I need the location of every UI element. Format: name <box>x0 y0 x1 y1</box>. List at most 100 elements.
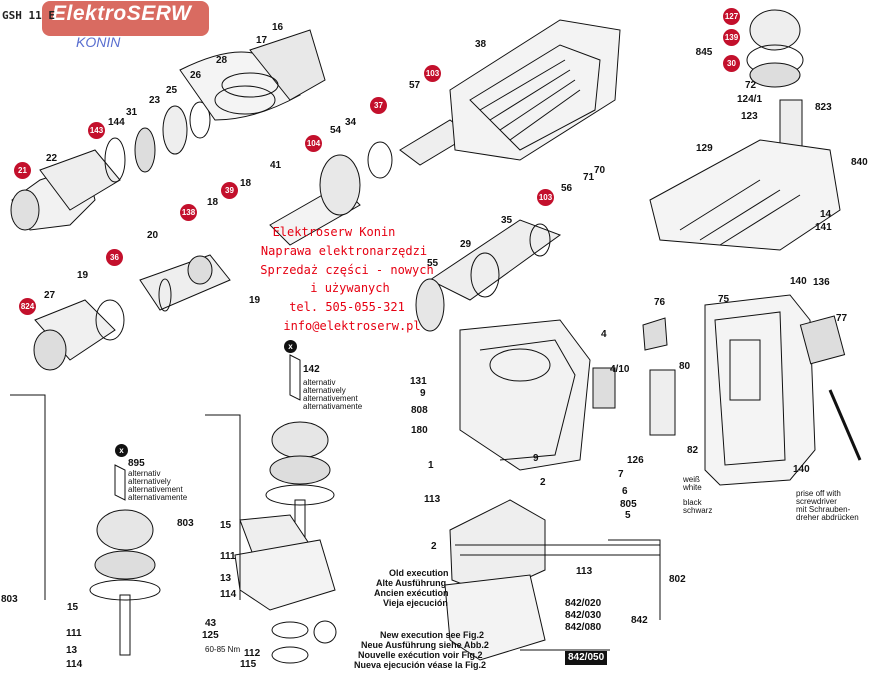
old-execution-3: Ancien exécution <box>374 588 449 598</box>
part-number: 4/10 <box>610 364 630 375</box>
company-line1: Naprawa elektronarzędzi <box>260 244 428 258</box>
part-number: 823 <box>815 102 832 113</box>
alternatively-3: alternativement <box>303 394 358 403</box>
callout-circle: 103 <box>424 65 441 82</box>
callout-circle: 30 <box>723 55 740 72</box>
new-execution-3: Nouvelle exécution voir Fig.2 <box>358 650 483 660</box>
wire-color-white-2: white <box>683 483 702 492</box>
part-number: 140 <box>793 464 810 475</box>
part-number: 13 <box>66 645 78 656</box>
alternatively-5: alternativ <box>128 469 161 478</box>
part-number: 25 <box>166 85 178 96</box>
part-number: 15 <box>220 520 232 531</box>
company-email: info@elektroserw.pl <box>283 319 421 333</box>
part-number: 23 <box>149 95 161 106</box>
part-number: 14 <box>820 209 832 220</box>
part-number: 123 <box>741 111 758 122</box>
wire-color-white-1: weiß <box>683 475 700 484</box>
part-number: 55 <box>427 258 439 269</box>
part-number: 22 <box>46 153 58 164</box>
callout-circle: 37 <box>370 97 387 114</box>
part-number: 70 <box>594 165 606 176</box>
callout-circle: 845 <box>695 47 713 58</box>
part-number: 144 <box>108 117 125 128</box>
alternatively-8: alternativamente <box>128 493 188 502</box>
callout-circle: x <box>115 444 128 457</box>
part-number: 136 <box>813 277 830 288</box>
alternatively-6: alternatively <box>128 477 171 486</box>
part-number: 131 <box>410 376 427 387</box>
part-number: 126 <box>627 455 644 466</box>
company-phone: tel. 505-055-321 <box>289 300 405 314</box>
part-number-boxed: 842/050 <box>565 651 608 665</box>
wire-color-black-1: black <box>683 498 702 507</box>
part-number: 2 <box>540 477 546 488</box>
wire-color-black-2: schwarz <box>683 506 713 515</box>
alternatively-2: alternatively <box>303 386 346 395</box>
callout-circle: 104 <box>305 135 322 152</box>
part-number: 842 <box>631 615 648 626</box>
company-line2: Sprzedaż części - nowych <box>260 263 434 277</box>
part-number: 808 <box>411 405 428 416</box>
company-name: Elektroserw Konin <box>272 225 396 239</box>
old-execution-4: Vieja ejecución <box>383 598 448 608</box>
part-number: 56 <box>561 183 573 194</box>
part-number: 113 <box>576 566 593 577</box>
callout-circle: 138 <box>180 204 197 221</box>
callout-circle: 36 <box>106 249 123 266</box>
part-number: 18 <box>240 178 252 189</box>
part-number: 140 <box>790 276 807 287</box>
part-number: 15 <box>67 602 79 613</box>
logo-sub: KONIN <box>76 34 121 50</box>
part-number: 805 <box>620 499 637 510</box>
part-number: 77 <box>836 313 848 324</box>
part-number: 180 <box>411 425 428 436</box>
part-number: 28 <box>216 55 228 66</box>
part-number: 9 <box>533 453 539 464</box>
part-number: 114 <box>220 589 237 600</box>
part-number: 19 <box>77 270 89 281</box>
part-number: 13 <box>220 573 232 584</box>
part-number: 76 <box>654 297 666 308</box>
part-number: 114 <box>66 659 83 670</box>
part-number: 19 <box>249 295 261 306</box>
part-number: 75 <box>718 294 730 305</box>
new-execution-2: Neue Ausführung siehe Abb.2 <box>361 640 489 650</box>
company-line3: i używanych <box>310 281 390 295</box>
part-number: 72 <box>745 80 757 91</box>
alternatively-7: alternativement <box>128 485 183 494</box>
part-number: 38 <box>475 39 487 50</box>
callout-circle: 139 <box>723 29 740 46</box>
part-number: 141 <box>815 222 832 233</box>
callout-circle: 127 <box>723 8 740 25</box>
part-number: 17 <box>256 35 268 46</box>
part-number: 802 <box>669 574 686 585</box>
part-number: 115 <box>240 659 257 670</box>
part-number: 7 <box>618 469 624 480</box>
part-number: 111 <box>66 628 82 639</box>
torque-label: 60-85 Nm <box>205 645 241 654</box>
new-execution-4: Nueva ejecución véase la Fig.2 <box>354 660 487 670</box>
alternatively-1: alternativ <box>303 378 336 387</box>
callout-circle: 39 <box>221 182 238 199</box>
part-number: 125 <box>202 630 219 641</box>
part-number: 4 <box>601 329 607 340</box>
callout-circle: 21 <box>14 162 31 179</box>
part-number: 41 <box>270 160 282 171</box>
part-number: 20 <box>147 230 159 241</box>
callout-circle: 824 <box>19 298 36 315</box>
prise-off-3: mit Schrauben- <box>796 505 851 514</box>
logo-background <box>42 1 209 36</box>
prise-off-4: dreher abdrücken <box>796 513 859 522</box>
part-number: 26 <box>190 70 202 81</box>
part-number: 29 <box>460 239 472 250</box>
part-number: 9 <box>420 388 426 399</box>
part-number: 112 <box>244 648 261 659</box>
part-number: 27 <box>44 290 56 301</box>
logo-main: ElektroSERW <box>52 2 192 25</box>
part-number: 80 <box>679 361 691 372</box>
part-number: 57 <box>409 80 421 91</box>
old-execution-2: Alte Ausführung <box>376 578 447 588</box>
part-number: 803 <box>177 518 194 529</box>
